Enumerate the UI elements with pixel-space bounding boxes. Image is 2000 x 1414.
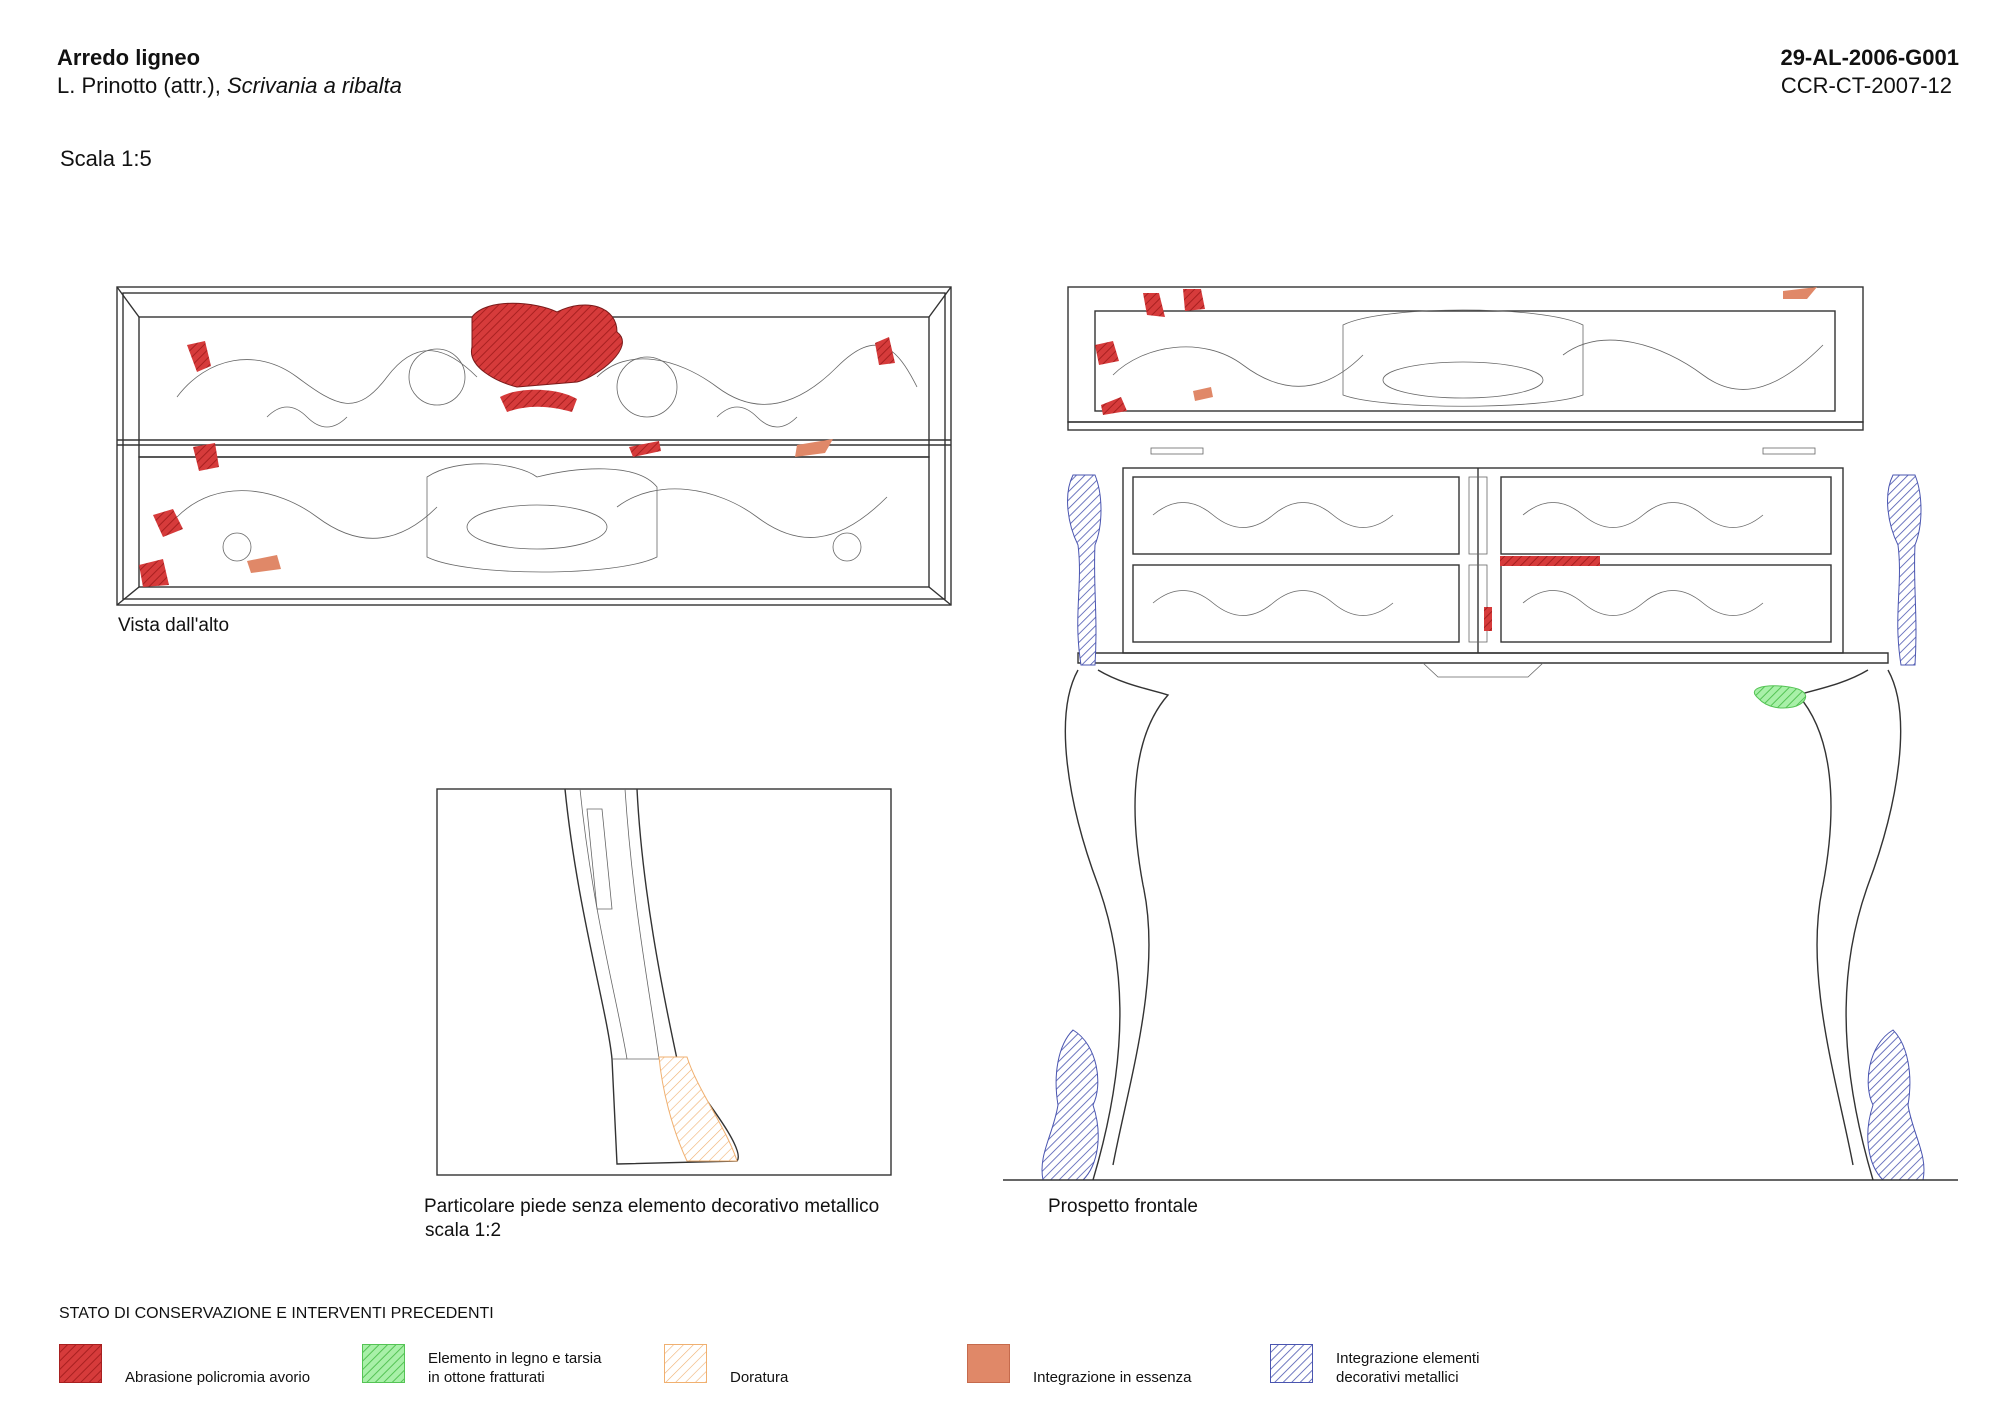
front-elevation-drawing	[1003, 286, 1958, 1181]
red-hatch-swatch-icon	[59, 1344, 103, 1384]
blue-hatch-swatch-icon	[1270, 1344, 1314, 1384]
top-view-caption: Vista dall'alto	[118, 615, 230, 636]
code-secondary: CCR-CT-2007-12	[1780, 73, 1952, 98]
work-title: Scrivania a ribalta	[226, 73, 402, 98]
author: L. Prinotto (attr.),	[57, 73, 221, 98]
top-view-drawing	[116, 286, 952, 606]
legend-label-fractured-line1: Elemento in legno e tarsia	[428, 1350, 602, 1367]
legend-label-gilding: Doratura	[730, 1369, 789, 1386]
legend-label-metal-line2: decorativi metallici	[1336, 1369, 1459, 1386]
detail-caption-line1: Particolare piede senza elemento decorat…	[424, 1196, 880, 1217]
front-view-caption: Prospetto frontale	[1048, 1196, 1198, 1217]
legend-label-fractured-line2: in ottone fratturati	[428, 1369, 545, 1386]
legend-title: STATO DI CONSERVAZIONE E INTERVENTI PREC…	[59, 1305, 494, 1322]
legend-label-metal-line1: Integrazione elementi	[1336, 1350, 1480, 1367]
scale-label: Scala 1:5	[60, 146, 152, 171]
detail-caption-line2: scala 1:2	[425, 1220, 502, 1241]
legend-label-fractured: Elemento in legno e tarsia in ottone fra…	[428, 1349, 601, 1387]
legend-label-metal-integration: Integrazione elementi decorativi metalli…	[1336, 1349, 1479, 1387]
green-hatch-swatch-icon	[362, 1344, 406, 1384]
foot-detail-drawing	[436, 788, 892, 1176]
legend-label-abrasion: Abrasione policromia avorio	[125, 1369, 311, 1386]
document-category: Arredo ligneo	[57, 45, 201, 70]
code-primary: 29-AL-2006-G001	[1780, 45, 1959, 70]
orange-hatch-swatch-icon	[664, 1344, 708, 1384]
salmon-solid-swatch-icon	[967, 1344, 1011, 1384]
document-author-line: L. Prinotto (attr.), Scrivania a ribalta	[57, 73, 402, 99]
legend-label-wood-integration: Integrazione in essenza	[1033, 1369, 1192, 1386]
